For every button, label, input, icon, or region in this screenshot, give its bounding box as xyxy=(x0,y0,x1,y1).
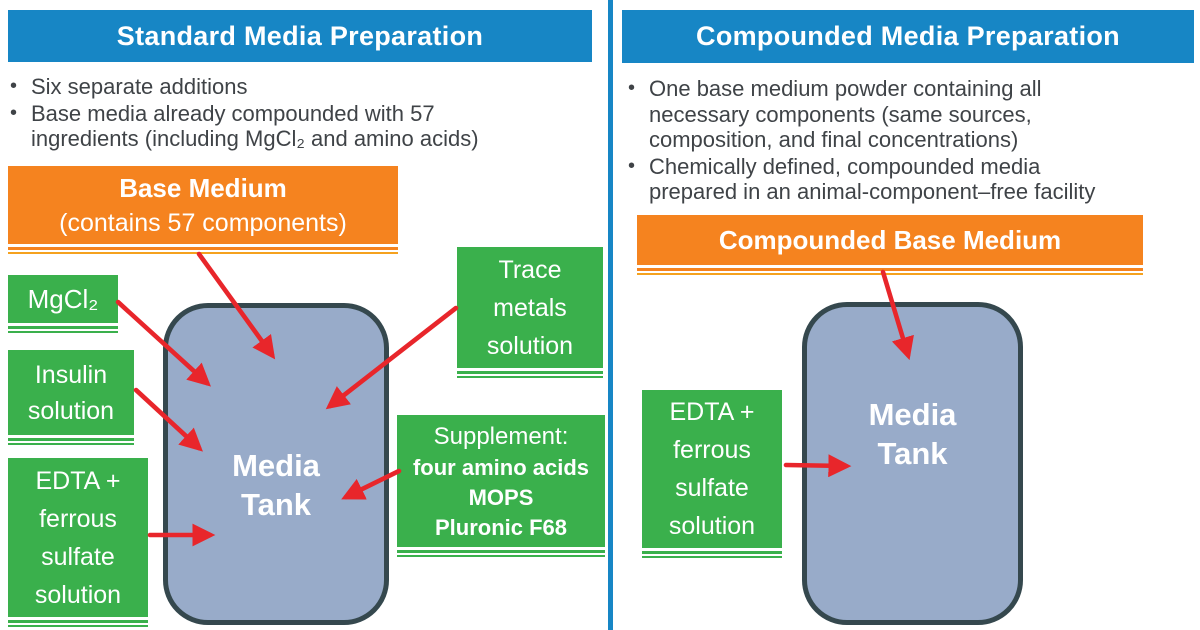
edta-label-line: sulfate xyxy=(41,542,115,571)
green-underline xyxy=(397,550,605,557)
edta-label-line: sulfate xyxy=(675,474,749,502)
standard-bullet-list: • Six separate additions • Base media al… xyxy=(10,74,602,153)
bullet-dot: • xyxy=(10,101,18,124)
bullet-line: Chemically defined, compounded media xyxy=(649,153,1041,179)
edta-box-compounded: EDTA + ferrous sulfate solution xyxy=(642,390,782,548)
mgcl2-box-wrap: MgCl₂ xyxy=(8,275,118,333)
bullet-text: Chemically defined, compounded media pre… xyxy=(649,154,1095,205)
edta-label-line: EDTA + xyxy=(35,466,121,495)
bullet-line: composition, and final concentrations) xyxy=(649,127,1019,152)
bullet-dot: • xyxy=(10,75,18,97)
panel-title: Compounded Media Preparation xyxy=(696,21,1120,51)
bullet-dot: • xyxy=(628,77,636,99)
tank-label-line: Media xyxy=(232,448,320,483)
orange-underline xyxy=(8,247,398,254)
bullet-text: Six separate additions xyxy=(31,74,247,100)
trace-metals-box: Trace metals solution xyxy=(457,247,603,368)
compounded-bullet-list: • One base medium powder containing all … xyxy=(628,76,1194,206)
media-tank-standard: Media Tank xyxy=(163,303,389,625)
green-underline xyxy=(8,438,134,445)
bullet-item: • Six separate additions xyxy=(10,74,602,100)
bullet-line: Base media already compounded with 57 xyxy=(31,100,435,126)
insulin-label-line: solution xyxy=(27,396,115,425)
supplement-box-wrap: Supplement: four amino acids MOPS Pluron… xyxy=(397,415,605,557)
mgcl2-label: MgCl₂ xyxy=(27,284,99,314)
bullet-dot: • xyxy=(628,154,636,177)
supplement-item: MOPS xyxy=(468,484,534,510)
tank-label-line: Media xyxy=(868,397,957,432)
insulin-box: Insulin solution xyxy=(8,350,134,435)
compounded-panel-header: Compounded Media Preparation xyxy=(622,10,1194,63)
bullet-line: prepared in an animal-component–free fac… xyxy=(649,179,1096,204)
base-medium-box-wrap: Base Medium (contains 57 components) xyxy=(8,166,398,254)
orange-underline xyxy=(637,268,1143,275)
tank-label: Media Tank xyxy=(807,395,1018,473)
bullet-line: Six separate additions xyxy=(31,74,248,99)
trace-label-line: metals xyxy=(493,293,567,322)
bullet-line: One base medium powder containing all xyxy=(649,76,1042,101)
trace-label-line: Trace xyxy=(498,255,562,284)
bullet-text: One base medium powder containing all ne… xyxy=(649,76,1042,153)
insulin-label-line: Insulin xyxy=(34,360,108,389)
edta-label-line: EDTA + xyxy=(669,398,755,426)
panel-divider xyxy=(608,0,613,630)
tank-label-line: Tank xyxy=(877,436,948,471)
edta-label-line: ferrous xyxy=(673,436,751,464)
green-underline xyxy=(8,326,118,333)
base-medium-box: Base Medium (contains 57 components) xyxy=(8,166,398,244)
bullet-item: • One base medium powder containing all … xyxy=(628,76,1194,153)
standard-panel-header: Standard Media Preparation xyxy=(8,10,592,62)
bullet-line: ingredients (including MgCl₂ and amino a… xyxy=(31,126,479,151)
green-underline xyxy=(8,620,148,627)
green-underline xyxy=(457,371,603,378)
supplement-box: Supplement: four amino acids MOPS Pluron… xyxy=(397,415,605,547)
edta-box-standard: EDTA + ferrous sulfate solution xyxy=(8,458,148,617)
supplement-title: Supplement: xyxy=(433,422,569,450)
supplement-item: four amino acids xyxy=(412,454,590,480)
compounded-base-medium-title: Compounded Base Medium xyxy=(718,224,1062,255)
edta-label-line: solution xyxy=(34,580,122,609)
edta-label-line: ferrous xyxy=(39,504,117,533)
green-underline xyxy=(642,551,782,558)
tank-label-line: Tank xyxy=(240,487,312,522)
supplement-item: Pluronic F68 xyxy=(434,514,568,540)
panel-title: Standard Media Preparation xyxy=(116,20,484,51)
edta-box-compounded-wrap: EDTA + ferrous sulfate solution xyxy=(642,390,782,558)
trace-label-line: solution xyxy=(486,331,574,360)
compounded-base-medium-box-wrap: Compounded Base Medium xyxy=(637,215,1143,275)
insulin-box-wrap: Insulin solution xyxy=(8,350,134,445)
bullet-item: • Chemically defined, compounded media p… xyxy=(628,154,1194,205)
media-tank-compounded: Media Tank xyxy=(802,302,1023,625)
trace-metals-box-wrap: Trace metals solution xyxy=(457,247,603,378)
bullet-item: • Base media already compounded with 57 … xyxy=(10,101,602,152)
bullet-text: Base media already compounded with 57 in… xyxy=(31,101,479,152)
bullet-line: necessary components (same sources, xyxy=(649,101,1032,127)
tank-label: Media Tank xyxy=(168,446,384,524)
compounded-base-medium-box: Compounded Base Medium xyxy=(637,215,1143,265)
base-medium-subtitle: (contains 57 components) xyxy=(59,208,347,237)
edta-label-line: solution xyxy=(668,512,756,540)
edta-box-standard-wrap: EDTA + ferrous sulfate solution xyxy=(8,458,148,627)
base-medium-title: Base Medium xyxy=(119,172,287,203)
mgcl2-box: MgCl₂ xyxy=(8,275,118,323)
